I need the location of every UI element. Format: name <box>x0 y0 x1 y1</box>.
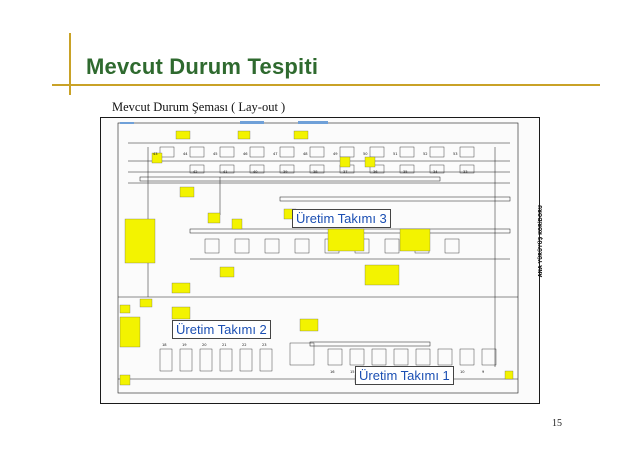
page-number: 15 <box>552 418 562 429</box>
bench-number: 15 <box>350 370 355 374</box>
decorative-vertical-rule <box>69 33 71 95</box>
floor-plan-drawing <box>117 121 519 394</box>
bench-number: 16 <box>330 370 335 374</box>
bench-number: 10 <box>460 370 465 374</box>
bench-number: 18 <box>162 343 167 347</box>
team-3-label: Üretim Takımı 3 <box>292 209 391 228</box>
bench-number: 52 <box>423 152 428 156</box>
bench-number: 41 <box>223 170 228 174</box>
bench-number: 36 <box>373 170 378 174</box>
bench-number: 42 <box>193 170 198 174</box>
bench-number: 21 <box>222 343 227 347</box>
bench-number: 50 <box>363 152 368 156</box>
bench-number: 9 <box>482 370 485 374</box>
bench-number: 39 <box>283 170 288 174</box>
team-1-label: Üretim Takımı 1 <box>355 366 454 385</box>
bench-number: 48 <box>303 152 308 156</box>
bench-number: 49 <box>333 152 338 156</box>
main-corridor-label: ANA YÜRÜYÜŞ KORİDORU <box>538 205 544 278</box>
bench-number: 53 <box>453 152 458 156</box>
bench-number: 19 <box>182 343 187 347</box>
bench-number: 51 <box>393 152 398 156</box>
bench-number: 22 <box>242 343 247 347</box>
bench-number: 20 <box>202 343 207 347</box>
bench-number: 40 <box>253 170 258 174</box>
team-2-label: Üretim Takımı 2 <box>172 320 271 339</box>
bench-number: 45 <box>213 152 218 156</box>
bench-number: 44 <box>183 152 188 156</box>
bench-number: 37 <box>343 170 348 174</box>
bench-number: 46 <box>243 152 248 156</box>
bench-number: 38 <box>313 170 318 174</box>
decorative-horizontal-rule <box>52 84 600 86</box>
bench-number: 47 <box>273 152 278 156</box>
layout-subtitle: Mevcut Durum Şeması ( Lay-out ) <box>112 100 286 114</box>
bench-number: 35 <box>403 170 408 174</box>
bench-number: 34 <box>433 170 438 174</box>
bench-number: 33 <box>463 170 468 174</box>
bench-number: 43 <box>153 152 158 156</box>
bench-number: 23 <box>262 343 267 347</box>
slide-title: Mevcut Durum Tespiti <box>86 54 319 79</box>
